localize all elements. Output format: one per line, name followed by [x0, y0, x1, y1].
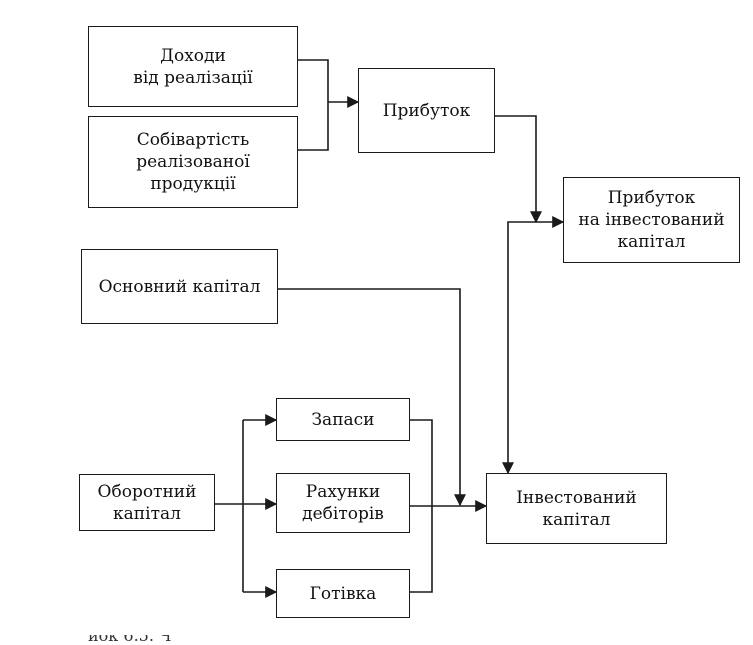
- inventory-box: Запаси: [276, 398, 410, 441]
- cash-box: Готівка: [276, 569, 410, 618]
- receivables-box: Рахунки дебіторів: [276, 473, 410, 533]
- revenue-box: Доходи від реалізації: [88, 26, 298, 107]
- arrow-to-roi: [507, 216, 565, 300]
- working-capital-box: Оборотний капітал: [79, 474, 215, 531]
- connector-cost-profit: [298, 102, 329, 151]
- profit-box: Прибуток: [358, 68, 495, 153]
- figure-caption: йок 6.5. Ч: [88, 626, 172, 645]
- cost-box: Собівартість реалізованої продукції: [88, 116, 298, 208]
- roi-box: Прибуток на інвестований капітал: [563, 177, 740, 263]
- invested-capital-box: Інвестований капітал: [486, 473, 667, 544]
- fixed-capital-box: Основний капітал: [81, 249, 278, 324]
- arrow-profit-to-roi: [495, 115, 542, 224]
- arrow-fixed-capital: [278, 288, 466, 507]
- connector-revenue-profit: [298, 59, 329, 102]
